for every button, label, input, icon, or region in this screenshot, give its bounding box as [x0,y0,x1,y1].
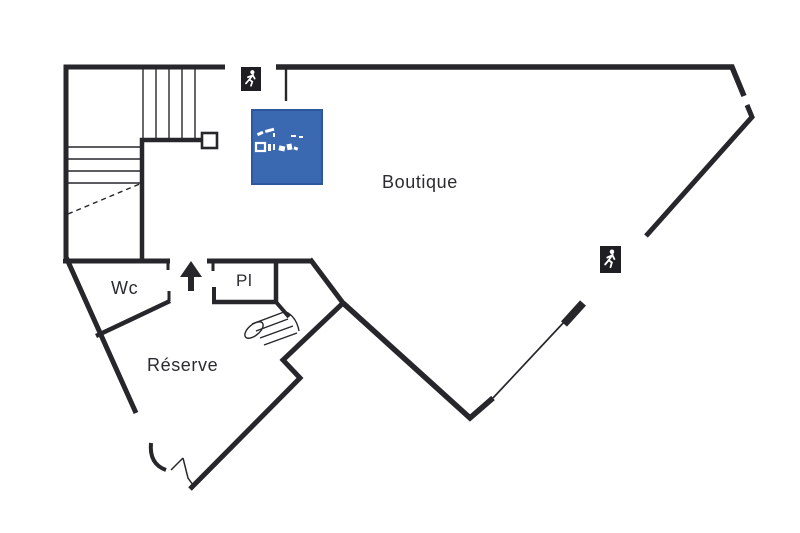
thin-lines [67,67,566,486]
winder-stair-top-wall [274,300,291,319]
reserve-right-wall [188,301,345,491]
staircase-upper-treads [142,67,196,140]
stair-dashed-line [67,182,143,215]
exit-sign-icon [240,67,262,91]
boutique-lower-wall [341,300,495,422]
winder-newel [244,321,264,339]
entrance-up-arrow-icon [180,261,202,291]
winder-stair [244,309,300,346]
counter-rect [251,109,323,185]
railing-newel-post [200,131,219,150]
boutique-top-wall [276,64,747,98]
wc-diagonal-wall [95,298,171,339]
room-label-wc: Wc [111,278,139,298]
exit-sign-icon [600,246,621,273]
staircase-lower-treads [68,146,142,184]
junction-diagonal-wall [308,257,345,305]
room-label-reserve: Réserve [147,355,219,375]
counter-marks [254,127,303,153]
reserve-door [170,457,194,486]
storefront-pier [561,300,586,327]
room-label-placard: Pl [236,271,253,290]
curved-wall [148,442,167,472]
blue-counter [251,109,323,185]
walls [63,64,755,491]
stairwell-inner-wall [139,137,203,259]
storefront-glazing [492,320,566,399]
right-diagonal-wall [644,104,755,238]
room-label-boutique: Boutique [382,172,458,192]
